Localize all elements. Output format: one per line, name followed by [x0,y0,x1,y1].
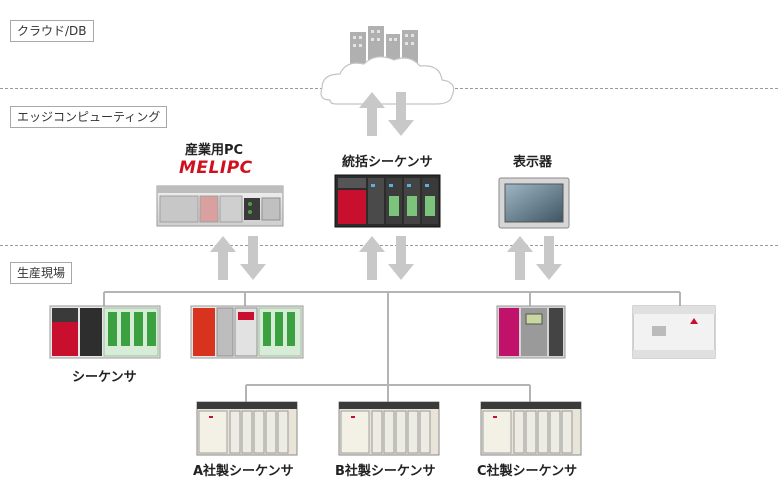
display-image [498,177,570,229]
sequencer-label: シーケンサ [72,370,137,385]
integrated-sequencer-label: 統括シーケンサ [342,155,433,170]
company-c-sequencer-image [480,401,582,456]
field-sequencer-3-image [496,305,566,359]
arrow-edge-field [210,236,562,280]
tier-divider-edge-field [0,245,778,246]
company-b-sequencer-image [338,401,440,456]
network-lines [103,291,681,403]
industrial-pc-image [156,185,284,227]
company-b-label: B社製シーケンサ [335,464,436,479]
field-sequencer-2-image [190,305,304,359]
tier-label-edge: エッジコンピューティング [10,106,168,128]
tier-label-field: 生産現場 [10,262,73,284]
industrial-pc-label: 産業用PC [185,143,244,158]
display-label: 表示器 [513,155,553,170]
company-a-label: A社製シーケンサ [193,464,294,479]
tier-label-cloud: クラウド/DB [10,20,94,42]
field-sequencer-1-image [49,305,161,359]
company-c-label: C社製シーケンサ [477,464,578,479]
company-a-sequencer-image [196,401,298,456]
cloud-server-icon [320,26,455,105]
integrated-sequencer-image [334,174,441,228]
field-sequencer-4-image [632,305,716,359]
melipc-logo: MELIPC [179,158,253,178]
